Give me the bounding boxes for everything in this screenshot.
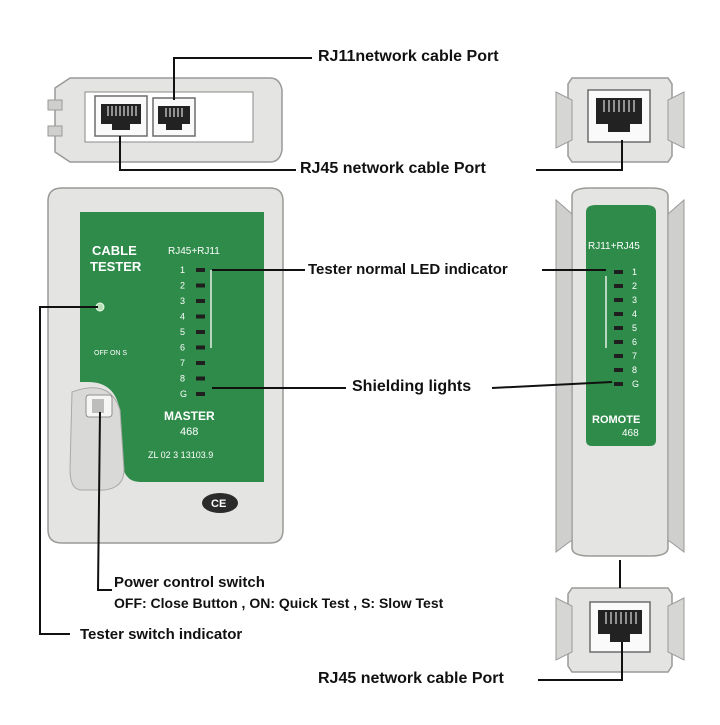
remote-led (614, 312, 623, 316)
master-led (196, 345, 205, 350)
master-printed-text: CABLE TESTER RJ45+RJ11 OFF ON S MASTER 4… (90, 243, 226, 510)
master-led-label: 3 (180, 296, 185, 306)
callout-lines (39, 57, 623, 681)
master-serial: ZL 02 3 13103.9 (148, 450, 213, 460)
remote-led-label: G (632, 379, 639, 389)
master-name: MASTER (164, 409, 215, 423)
master-led-label: 8 (180, 374, 185, 384)
remote-bottom-end-view (555, 587, 685, 673)
remote-green-panel (586, 205, 656, 446)
remote-led-label: 8 (632, 365, 637, 375)
remote-led (614, 382, 623, 386)
master-led-label: 4 (180, 312, 185, 322)
remote-printed-text: RJ11+RJ45 ROMOTE 468 (588, 241, 640, 439)
remote-led-label: 5 (632, 323, 637, 333)
master-title-line2: TESTER (90, 259, 142, 274)
master-led-label: 7 (180, 358, 185, 368)
master-green-panel (80, 212, 264, 482)
remote-led-bars: 1 2 3 4 5 6 7 8G (614, 267, 639, 389)
remote-led-label: 3 (632, 295, 637, 305)
rj11-port-master (152, 97, 196, 137)
rj45-port-remote-top (596, 98, 642, 132)
remote-connector-label: RJ11+RJ45 (588, 241, 640, 252)
callout-rj45-bottom (538, 642, 623, 681)
master-tester: 1 2 3 4 5 6 7 8G (47, 187, 284, 544)
master-led-label: 1 (180, 265, 185, 275)
master-led-label: 2 (180, 281, 185, 291)
master-led (196, 268, 205, 272)
master-led (196, 283, 205, 288)
remote-top-end-view (555, 77, 685, 163)
ce-mark: CE (211, 498, 226, 510)
remote-led (614, 326, 623, 330)
master-led-bars: 1 2 3 4 5 6 7 8G (180, 265, 205, 399)
master-led (196, 361, 205, 365)
callout-switch-indicator (39, 306, 98, 635)
remote-led-label: 7 (632, 351, 637, 361)
label-shielding-lights: Shielding lights (352, 378, 472, 395)
remote-led-label: 1 (632, 267, 637, 277)
label-led-indicator: Tester normal LED indicator (308, 261, 508, 278)
remote-led-label: 6 (632, 337, 637, 347)
remote-tester: 1 2 3 4 5 6 7 8G (555, 187, 685, 557)
remote-led-label: 4 (632, 309, 637, 319)
master-end-view (47, 77, 283, 163)
label-rj45-port-bottom: RJ45 network cable Port (318, 670, 504, 687)
label-rj11-port: RJ11network cable Port (318, 48, 499, 65)
master-led (196, 330, 205, 334)
master-model: 468 (180, 426, 198, 438)
master-switch-positions: OFF ON S (94, 350, 127, 357)
remote-name: ROMOTE (592, 414, 640, 426)
master-led-label: 5 (180, 327, 185, 337)
label-switch-indicator: Tester switch indicator (80, 626, 243, 643)
remote-led (614, 340, 623, 344)
master-title-line1: CABLE (92, 243, 137, 258)
master-connector-label: RJ45+RJ11 (168, 246, 220, 257)
master-led (196, 299, 205, 303)
master-led (196, 376, 205, 381)
remote-model: 468 (622, 428, 639, 439)
label-power-switch-title: Power control switch (114, 574, 265, 591)
ce-badge (202, 493, 238, 513)
label-power-switch-desc: OFF: Close Button , ON: Quick Test , S: … (114, 595, 444, 611)
master-led-label: 6 (180, 343, 185, 353)
rj45-port-master (94, 95, 148, 137)
callout-rj11 (173, 57, 312, 100)
remote-led (614, 368, 623, 372)
master-led-label: G (180, 389, 187, 399)
remote-led (614, 298, 623, 302)
callout-rj45-top (119, 136, 296, 171)
remote-led (614, 270, 623, 274)
callout-power-switch (96, 411, 112, 591)
master-led (196, 314, 205, 319)
label-rj45-port-top: RJ45 network cable Port (300, 160, 486, 177)
callout-shield-right (491, 381, 613, 389)
remote-led (614, 284, 623, 288)
master-led (196, 392, 205, 396)
remote-led (614, 354, 623, 358)
remote-led-label: 2 (632, 281, 637, 291)
callout-rj45-top-right (536, 140, 623, 171)
